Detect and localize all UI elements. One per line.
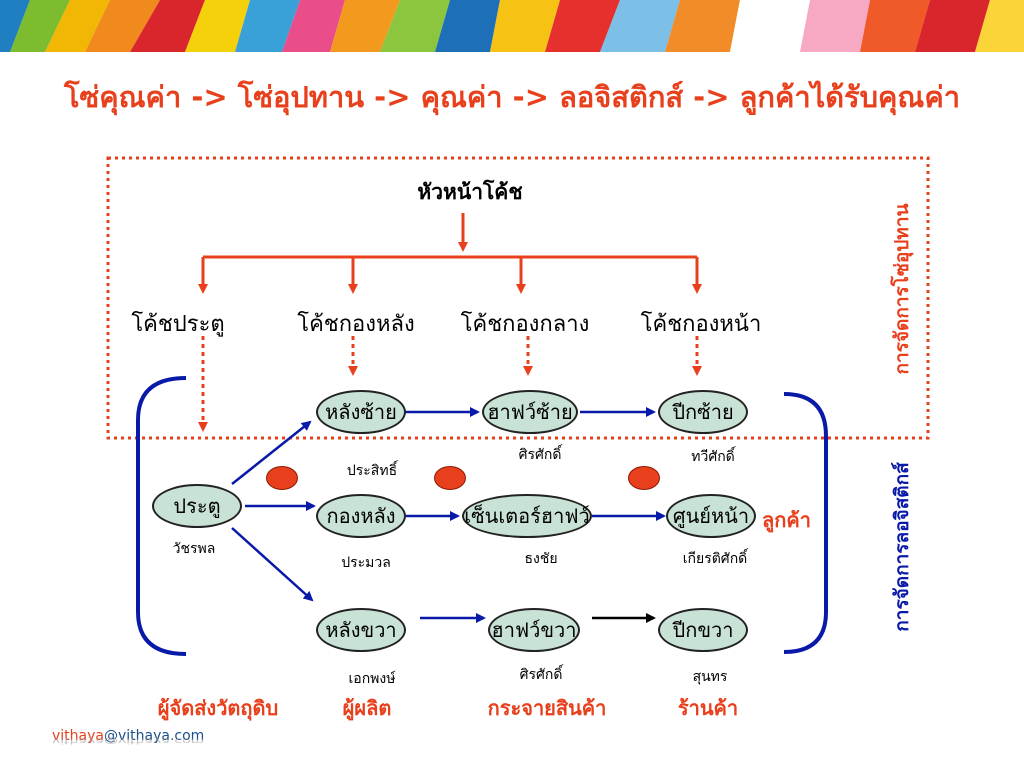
ball-dot-2 [434, 466, 466, 490]
coach-tree [198, 213, 702, 294]
player-def-center: ประมวล [341, 555, 391, 571]
player-mid-left: ศิรศักดิ์ [518, 447, 562, 463]
coach-player-links [198, 336, 702, 432]
node-mid-left: ฮาฟว์ซ้าย [482, 390, 578, 434]
node-mid-center: เซ็นเตอร์ฮาฟว์ [462, 494, 592, 538]
coach-defense: โค้ชกองหลัง [297, 312, 415, 337]
node-fwd-right: ปีกขวา [658, 608, 748, 652]
node-mid-right: ฮาฟว์ขวา [488, 608, 580, 652]
decorative-banner [0, 0, 1024, 52]
footer-email-user: vithaya [52, 728, 104, 744]
label-supplier: ผู้จัดส่งวัตถุดิบ [157, 696, 279, 720]
supply-chain-mgmt-label: การจัดการโซ่อุปทาน [891, 203, 913, 375]
coach-forward: โค้ชกองหน้า [640, 312, 762, 337]
player-def-right: เอกพงษ์ [348, 671, 396, 687]
node-def-left: หลังซ้าย [316, 390, 406, 434]
head-coach-label: หัวหน้าโค้ช [417, 180, 523, 204]
ball-dot-1 [266, 466, 298, 490]
node-fwd-left: ปีกซ้าย [658, 390, 748, 434]
page-title: โซ่คุณค่า -> โซ่อุปทาน -> คุณค่า -> ลอจิ… [63, 80, 961, 114]
label-distribution: กระจายสินค้า [487, 696, 607, 720]
node-def-right: หลังขวา [316, 608, 406, 652]
footer-email-domain: @vithaya.com [103, 728, 205, 744]
customer-label: ลูกค้า [762, 508, 811, 532]
player-fwd-right: สุนทร [692, 669, 728, 685]
label-manufacturer: ผู้ผลิต [342, 696, 392, 720]
player-mid-right: ศิรศักดิ์ [519, 667, 563, 683]
label-retailer: ร้านค้า [677, 696, 739, 720]
supply-chain-boundary [106, 156, 930, 440]
flow-goal-defright [231, 527, 314, 602]
ball-dot-3 [628, 466, 660, 490]
left-bracket [136, 376, 187, 656]
player-goal: วัชรพล [172, 541, 216, 557]
player-fwd-left: ทวีศักดิ์ [691, 449, 735, 465]
player-fwd-center: เกียรติศักดิ์ [682, 551, 748, 567]
player-mid-center: ธงชัย [524, 551, 558, 567]
footer-email-reflection: vithaya@vithaya.com [52, 736, 205, 745]
footer-email[interactable]: vithaya@vithaya.com [52, 728, 204, 744]
coach-midfield: โค้ชกองกลาง [460, 312, 590, 337]
right-bracket [783, 392, 828, 654]
flow-goal-defleft [231, 420, 312, 485]
coach-goal: โค้ชประตู [131, 312, 225, 337]
banner-stripes [0, 0, 1024, 52]
logistics-mgmt-label: การจัดการลอจิสติกส์ [891, 462, 913, 632]
node-def-center: กองหลัง [316, 494, 406, 538]
flow-arrows [231, 407, 666, 623]
node-goal: ประตู [152, 484, 242, 528]
node-fwd-center: ศูนย์หน้า [666, 494, 756, 538]
player-def-left: ประสิทธิ์ [346, 463, 398, 479]
